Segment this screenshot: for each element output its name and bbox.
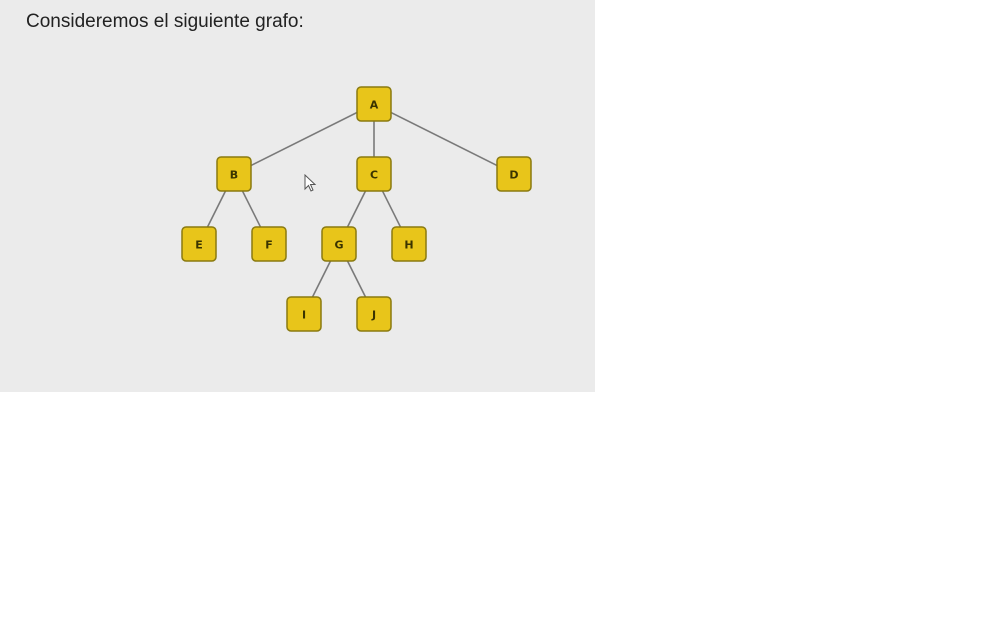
node-g: G (321, 226, 357, 262)
node-a: A (356, 86, 392, 122)
slide-panel: Consideremos el siguiente grafo: A B C D E F G… (0, 0, 595, 392)
nodes-layer: A B C D E F G H I J (181, 86, 532, 332)
node-label: F (265, 239, 273, 252)
node-label: H (404, 239, 413, 252)
node-label: G (334, 239, 343, 252)
node-box (251, 226, 287, 262)
node-d: D (496, 156, 532, 192)
node-box (356, 86, 392, 122)
node-label: B (230, 169, 238, 182)
mouse-pointer-icon (304, 174, 317, 192)
edge-a-b (233, 103, 375, 175)
node-label: D (509, 169, 518, 182)
node-label: J (371, 309, 376, 322)
node-i: I (286, 296, 322, 332)
node-b: B (216, 156, 252, 192)
edges-layer (198, 103, 515, 315)
node-box (216, 156, 252, 192)
node-f: F (251, 226, 287, 262)
node-box (181, 226, 217, 262)
node-box (356, 156, 392, 192)
node-h: H (391, 226, 427, 262)
tree-graph: A B C D E F G H I J (181, 86, 532, 332)
node-c: C (356, 156, 392, 192)
node-label: I (302, 309, 306, 322)
node-box (321, 226, 357, 262)
node-box (496, 156, 532, 192)
node-box (356, 296, 392, 332)
node-box (286, 296, 322, 332)
node-box (391, 226, 427, 262)
node-label: A (370, 99, 379, 112)
graph-caption: Consideremos el siguiente grafo: (26, 11, 304, 32)
node-e: E (181, 226, 217, 262)
node-label: C (370, 169, 378, 182)
edge-a-d (373, 103, 515, 175)
node-label: E (195, 239, 203, 252)
node-j: J (356, 296, 392, 332)
